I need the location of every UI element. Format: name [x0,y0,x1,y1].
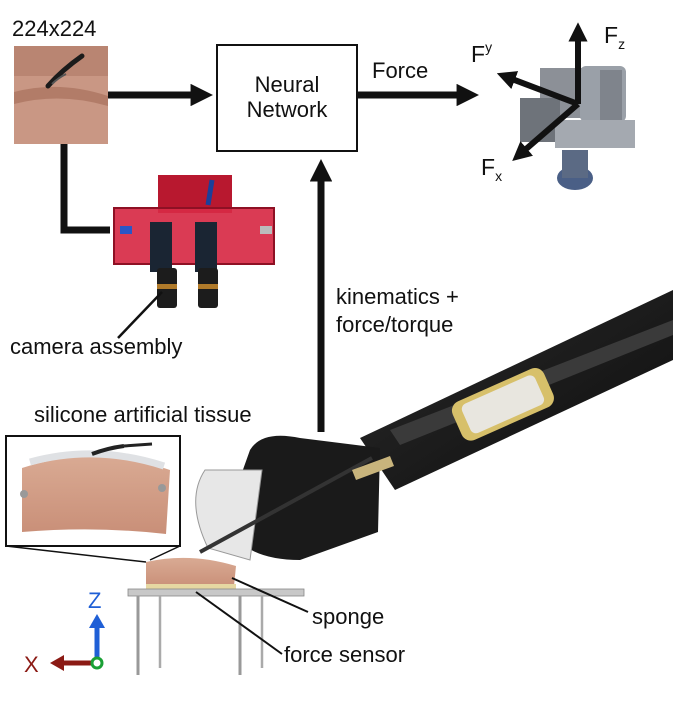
image-to-camera-connector [60,144,110,234]
camera-pointer-line [117,291,163,339]
camera-assembly-label: camera assembly [10,334,183,359]
camera-assembly [113,175,275,308]
input-image [14,46,108,144]
fz-label: Fz [604,22,626,52]
fx-label: Fx [481,154,503,184]
force-sensor-label: force sensor [284,642,406,667]
kinematics-label-line2: force/torque [336,312,454,337]
network-label-line2: Network [246,97,328,122]
kinematics-label-line1: kinematics + [336,284,459,309]
coordinate-frame [50,614,105,671]
tissue-inset [5,435,181,563]
sponge-pointer-line [231,577,309,613]
neural-network-box: Neural Network [216,44,358,152]
force-sensor-model [520,66,635,190]
sensor-pointer-line [195,591,283,655]
robot-arm [195,290,673,561]
force-label: Force [372,58,429,83]
tissue-label: silicone artificial tissue [34,402,252,427]
sponge-label: sponge [312,604,385,629]
x-axis-label: X [24,652,39,677]
fy-label: Fy [471,39,493,67]
z-axis-label: Z [88,588,102,613]
tissue-on-sensor [127,557,305,675]
input-image-size-label: 224x224 [12,16,97,41]
network-label-line1: Neural [254,72,320,98]
force-axes [496,22,588,162]
